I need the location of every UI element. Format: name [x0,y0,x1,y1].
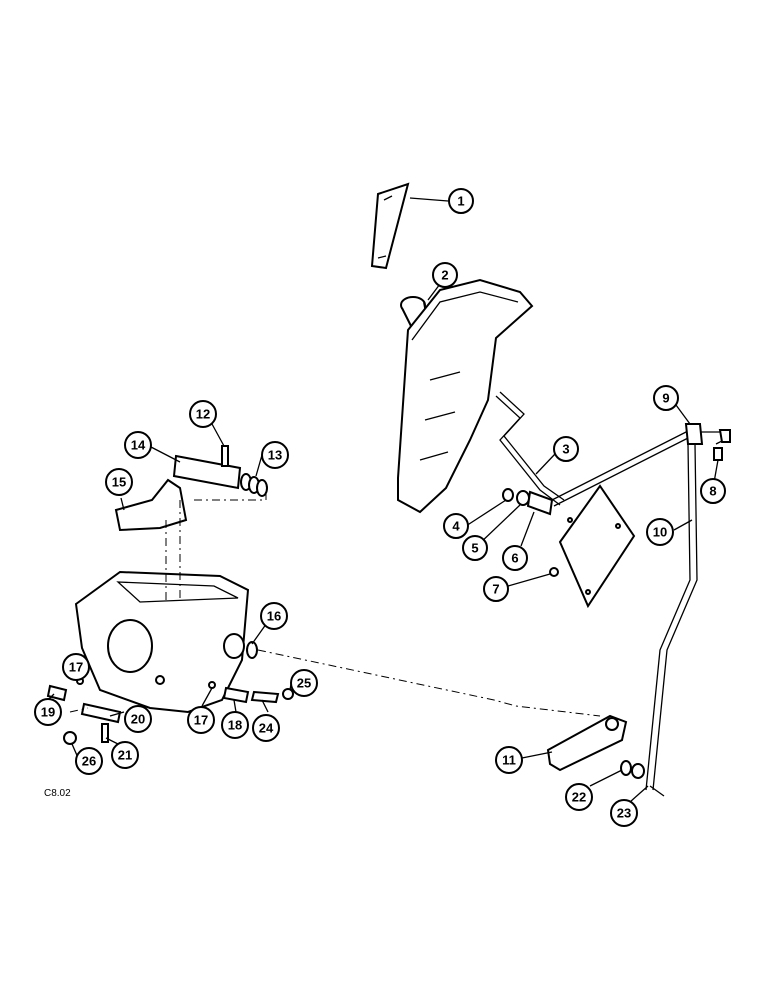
callout-5: 5 [462,535,488,561]
callout-20: 20 [124,705,152,733]
callout-11: 11 [495,746,523,774]
callout-label: 12 [196,407,210,422]
callout-4: 4 [443,513,469,539]
arm-washer-and-pin [620,760,665,797]
callout-14: 14 [124,431,152,459]
callout-label: 13 [268,448,282,463]
callout-label: 25 [297,676,311,691]
figure-code: C8.02 [44,788,71,799]
callout-26: 26 [75,747,103,775]
washer-and-spacer [502,488,554,516]
callout-17b: 17 [187,706,215,734]
mounting-plate [549,484,636,609]
callout-label: 17 [69,660,83,675]
gearbox-housing [74,570,250,714]
callout-25: 25 [290,669,318,697]
callout-label: 10 [653,525,667,540]
quadrant-housing [397,278,534,514]
callout-12: 12 [189,400,217,428]
callout-label: 8 [709,484,716,499]
callout-7: 7 [483,576,509,602]
callout-label: 18 [228,718,242,733]
callout-label: 21 [118,748,132,763]
callout-label: 3 [562,442,569,457]
callout-label: 6 [511,551,518,566]
callout-19: 19 [34,698,62,726]
callout-label: 5 [471,541,478,556]
callout-label: 11 [502,753,516,768]
callout-label: 26 [82,754,96,769]
callout-9: 9 [653,385,679,411]
callout-label: 1 [457,194,464,209]
callout-24: 24 [252,714,280,742]
callout-label: 20 [131,712,145,727]
callout-label: 7 [492,582,499,597]
selector-arm [546,714,628,772]
control-rod [645,443,698,791]
callout-label: 9 [662,391,669,406]
callout-3: 3 [553,436,579,462]
callout-13: 13 [261,441,289,469]
callout-18: 18 [221,711,249,739]
callout-16: 16 [260,602,288,630]
callout-label: 24 [259,721,274,736]
callout-15: 15 [105,468,133,496]
callout-label: 19 [41,705,55,720]
callout-8: 8 [700,478,726,504]
callout-label: 22 [572,790,586,805]
callout-label: 17 [194,713,208,728]
shift-fork-assembly [114,445,268,532]
callout-17a: 17 [62,653,90,681]
assembly-center-lines [69,488,601,717]
callout-1: 1 [448,188,474,214]
lever-rod [495,391,565,506]
callout-23: 23 [610,799,638,827]
clevis-and-clip [551,423,731,507]
callout-label: 14 [131,438,146,453]
callout-2: 2 [432,262,458,288]
callout-label: 2 [441,268,448,283]
callout-21: 21 [111,741,139,769]
callout-22: 22 [565,783,593,811]
callout-label: 23 [617,806,631,821]
decal-plate [370,182,410,270]
callout-label: 16 [267,609,281,624]
callout-label: 4 [452,519,460,534]
callout-10: 10 [646,518,674,546]
callout-6: 6 [502,545,528,571]
callout-label: 15 [112,475,126,490]
